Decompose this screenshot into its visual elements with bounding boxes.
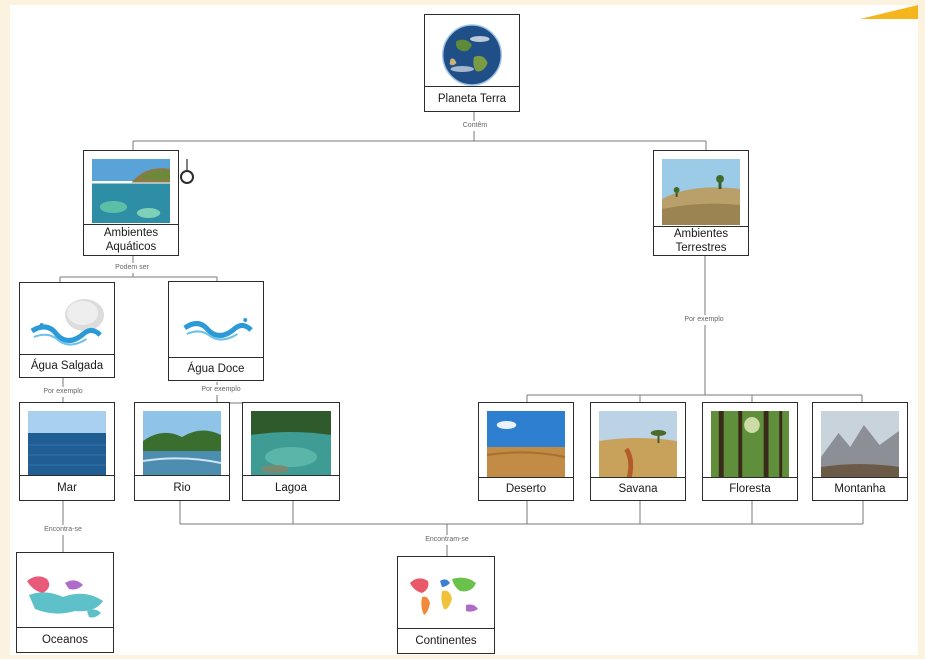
coastal-water-icon: [92, 159, 170, 223]
node-label: Ambientes Terrestres: [654, 226, 748, 255]
node-label: Continentes: [398, 628, 494, 653]
node-montanha[interactable]: Montanha: [812, 402, 908, 501]
grassy-hill-icon: [662, 159, 740, 225]
node-lagoa[interactable]: Lagoa: [242, 402, 340, 501]
river-icon: [143, 411, 221, 477]
mountain-icon: [821, 411, 899, 481]
concept-map-canvas: Contêm Podem ser Por exemplo Por exemplo…: [10, 5, 918, 655]
node-agua-doce[interactable]: Água Doce: [168, 281, 264, 381]
node-label: Montanha: [813, 477, 907, 500]
edge-label-por-exemplo-doce: Por exemplo: [199, 385, 243, 395]
node-ambientes-terrestres[interactable]: Ambientes Terrestres: [653, 150, 749, 256]
desert-icon: [487, 411, 565, 481]
node-label: Água Salgada: [20, 354, 114, 377]
node-label: Savana: [591, 477, 685, 500]
connector-handle-icon[interactable]: [178, 159, 196, 185]
edge-label-por-exemplo-terrestres: Por exemplo: [682, 315, 726, 325]
node-ambientes-aquaticos[interactable]: Ambientes Aquáticos: [83, 150, 179, 256]
node-rio[interactable]: Rio: [134, 402, 230, 501]
water-splash-with-salt-icon: [28, 291, 106, 353]
node-floresta[interactable]: Floresta: [702, 402, 798, 501]
node-label: Oceanos: [17, 627, 113, 652]
forest-icon: [711, 411, 789, 481]
edge-label-por-exemplo-salgada: Por exemplo: [41, 387, 85, 397]
node-label: Planeta Terra: [425, 86, 519, 111]
sea-horizon-icon: [28, 411, 106, 477]
node-mar[interactable]: Mar: [19, 402, 115, 501]
earth-globe-icon: [433, 23, 511, 87]
node-continentes[interactable]: Continentes: [397, 556, 495, 654]
world-map-continents-icon: [406, 565, 486, 631]
water-splash-icon: [177, 290, 255, 352]
node-planeta-terra[interactable]: Planeta Terra: [424, 14, 520, 112]
edge-label-encontram-se: Encontram-se: [423, 535, 471, 545]
edge-label-podem-ser: Podem ser: [113, 263, 151, 273]
node-label: Água Doce: [169, 357, 263, 380]
node-label: Lagoa: [243, 475, 339, 500]
savanna-icon: [599, 411, 677, 481]
node-label: Deserto: [479, 477, 573, 500]
node-savana[interactable]: Savana: [590, 402, 686, 501]
node-agua-salgada[interactable]: Água Salgada: [19, 282, 115, 378]
node-label: Floresta: [703, 477, 797, 500]
node-label: Mar: [20, 475, 114, 500]
node-label: Rio: [135, 475, 229, 500]
edge-label-contem: Contêm: [460, 121, 490, 131]
edge-label-encontra-se: Encontra-se: [42, 525, 84, 535]
node-label: Ambientes Aquáticos: [84, 224, 178, 255]
world-map-oceans-icon: [25, 561, 105, 627]
node-oceanos[interactable]: Oceanos: [16, 552, 114, 653]
node-deserto[interactable]: Deserto: [478, 402, 574, 501]
lagoon-icon: [251, 411, 331, 477]
accent-corner-icon: [860, 5, 918, 19]
